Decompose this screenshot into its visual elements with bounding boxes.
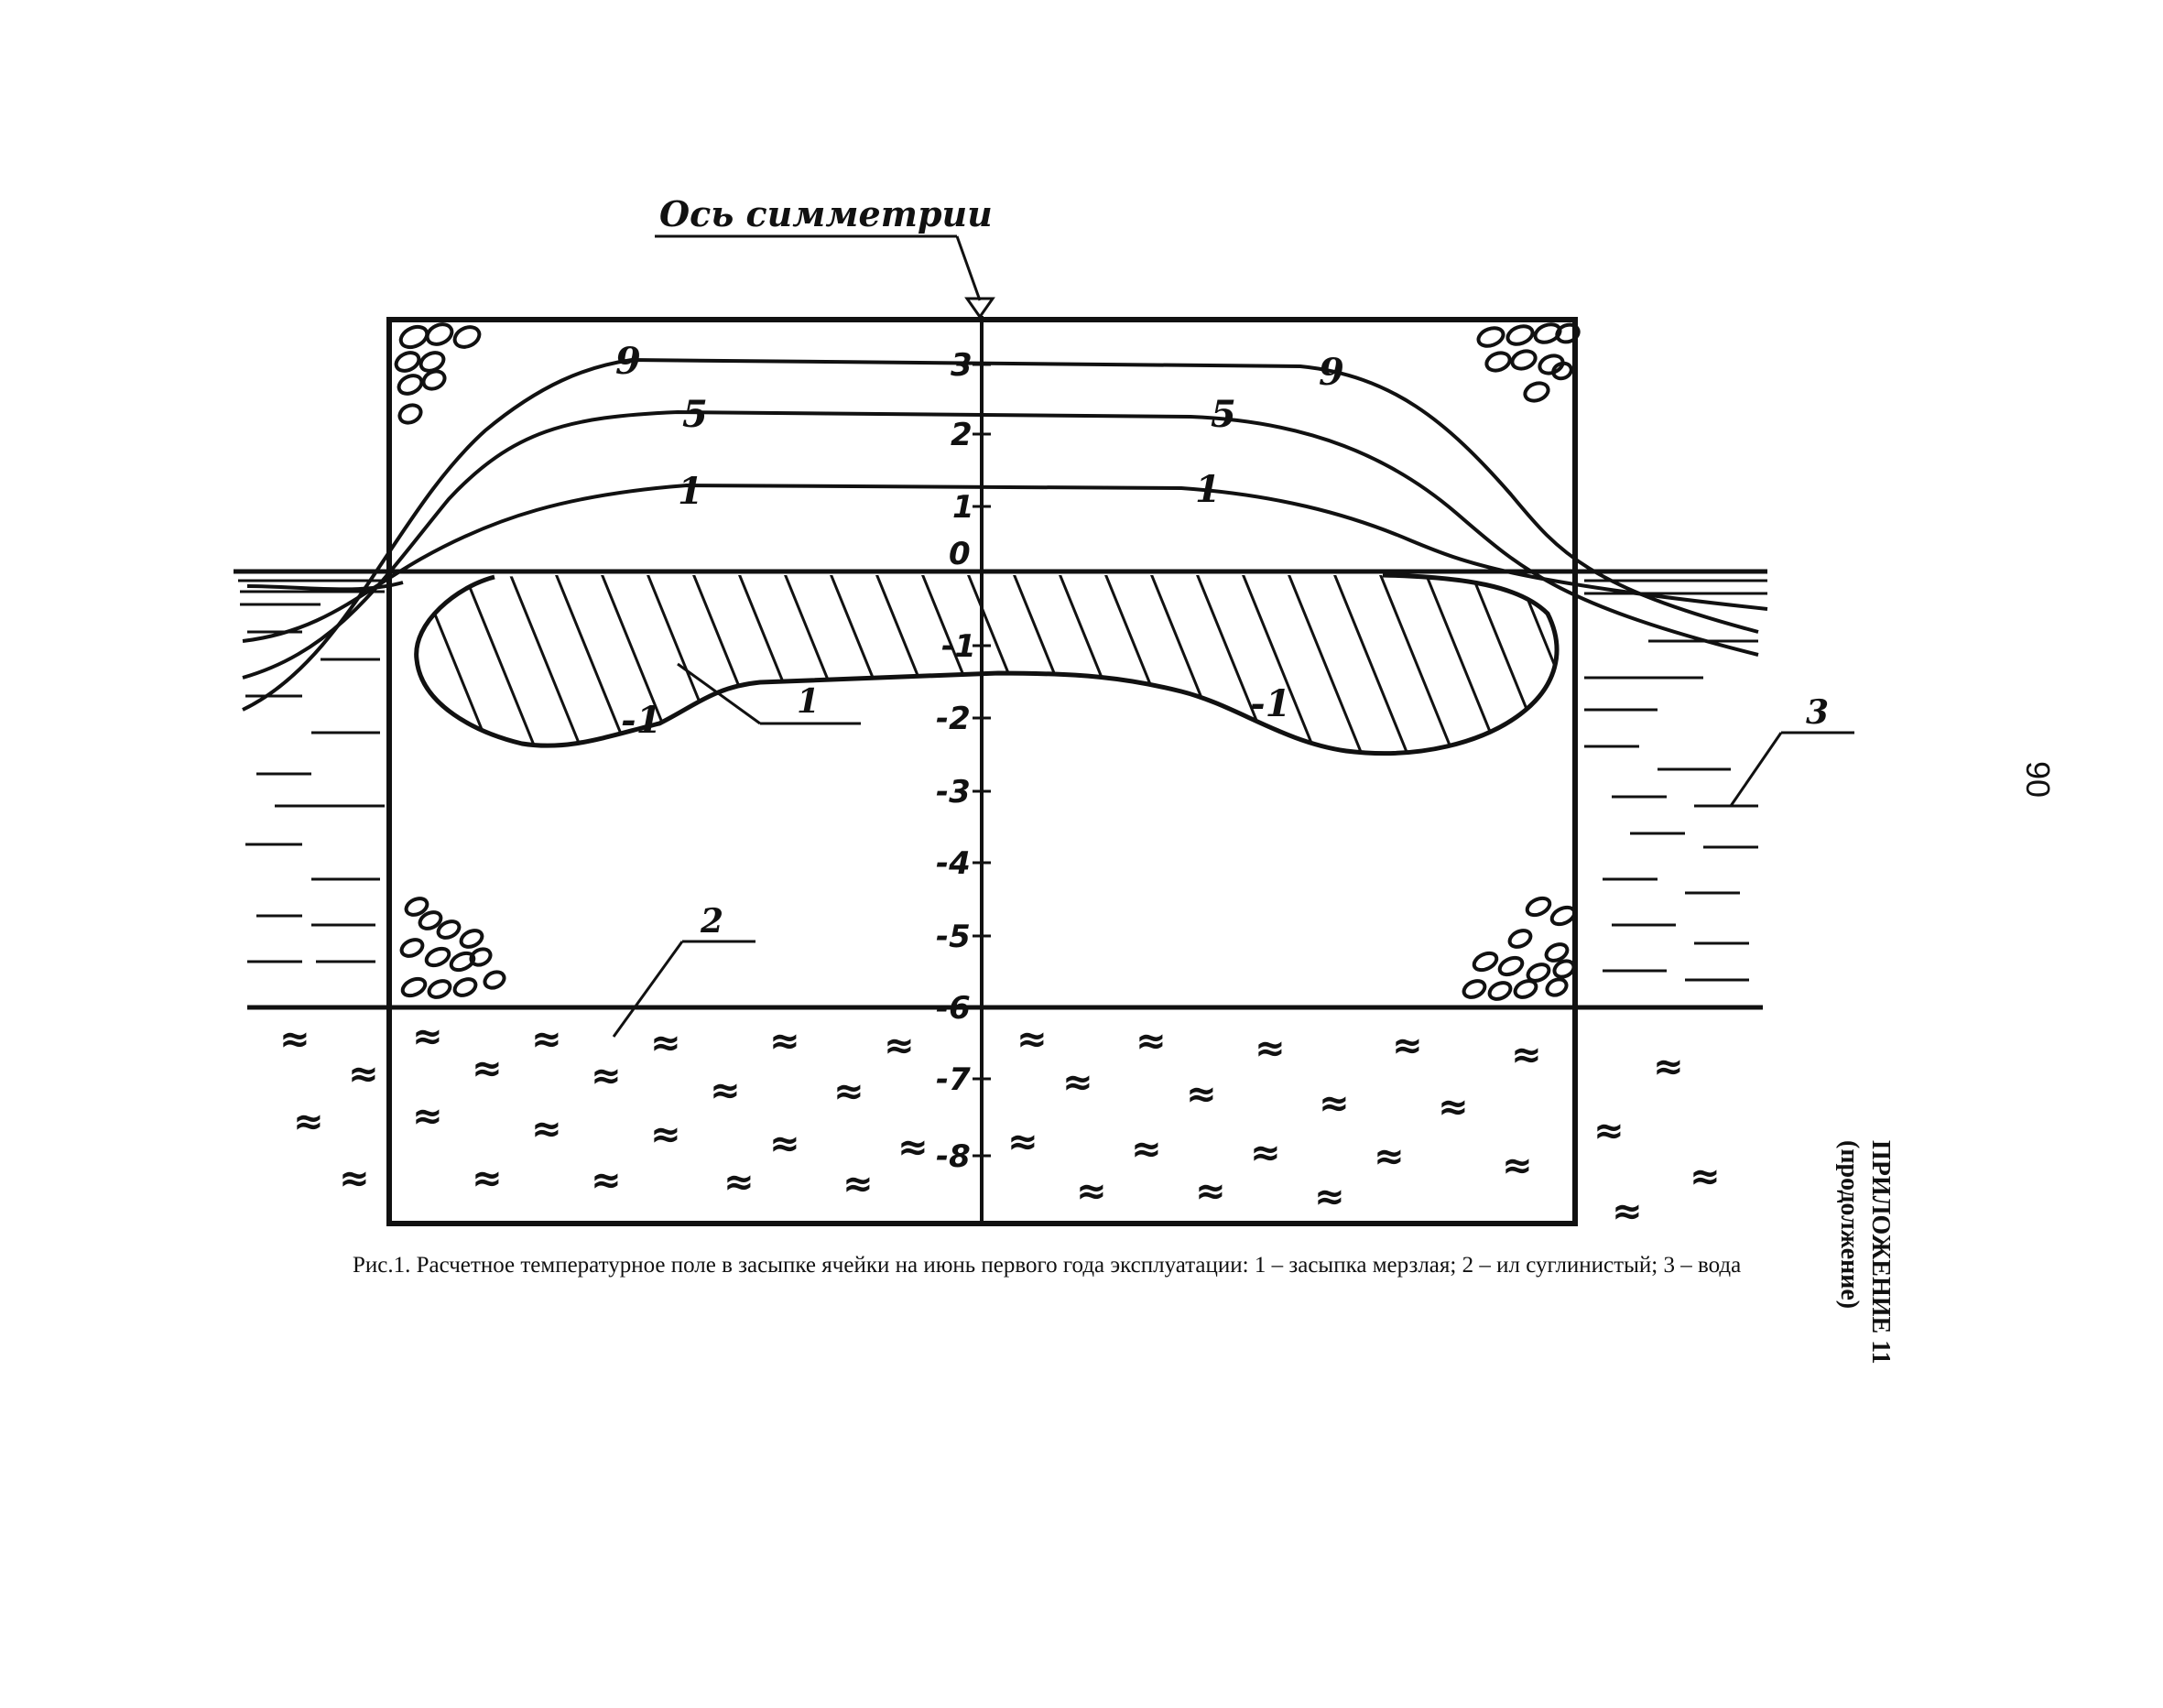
- clay-symbol: ≈: [1612, 1191, 1643, 1233]
- isotherm-label-5-right: 5: [1211, 393, 1236, 436]
- gravel-top-left: [394, 322, 482, 425]
- clay-symbol: ≈: [339, 1158, 370, 1200]
- isotherm-5: [242, 409, 1759, 680]
- clay-symbol: ≈: [1250, 1132, 1281, 1174]
- clay-symbol: ≈: [710, 1070, 741, 1112]
- callout-2-label: 2: [700, 902, 723, 941]
- clay-symbol: ≈: [1016, 1018, 1048, 1061]
- clay-symbol: ≈: [1314, 1176, 1345, 1218]
- appendix-title: ПРИЛОЖЕНИЕ 11: [1866, 1140, 1895, 1365]
- clay-symbol: ≈: [1255, 1028, 1286, 1070]
- tick-label: -4: [936, 845, 971, 882]
- tick-label: 3: [951, 347, 973, 384]
- axis-tick-labels: 3 2 1 0 -1 -2 -3 -4 -5 -6 -7 -8: [936, 347, 976, 1175]
- gravel-bottom-right: [1462, 896, 1577, 1001]
- tick-label: 2: [951, 417, 973, 453]
- clay-symbol: ≈: [1062, 1061, 1093, 1104]
- clay-symbol: ≈: [1392, 1025, 1423, 1067]
- clay-symbol: ≈: [1319, 1082, 1350, 1125]
- tick-label: 0: [949, 536, 971, 572]
- isotherm-left-upper: [246, 581, 404, 592]
- clay-symbol: ≈: [650, 1022, 681, 1064]
- clay-symbol: ≈: [769, 1020, 800, 1062]
- clay-symbol: ≈: [591, 1159, 622, 1202]
- callout-1-label: 1: [797, 682, 820, 721]
- callout-1-leader: [677, 662, 761, 725]
- page-number: 90: [2019, 760, 2058, 799]
- clay-symbol: ≈: [412, 1016, 443, 1058]
- tick-label: -7: [936, 1061, 971, 1098]
- axis-ticks: [973, 363, 991, 1158]
- tick-label: -3: [936, 774, 971, 810]
- isotherm-label-minus1-left: -1: [621, 699, 661, 742]
- clay-symbol: ≈: [650, 1114, 681, 1156]
- tick-label: 1: [952, 489, 974, 526]
- isotherm-1: [242, 483, 1768, 643]
- clay-symbol: ≈: [472, 1048, 503, 1090]
- clay-symbol: ≈: [1076, 1170, 1107, 1213]
- clay-symbol: ≈: [279, 1018, 310, 1061]
- clay-symbol: ≈: [833, 1071, 864, 1113]
- clay-symbol: ≈: [1186, 1073, 1217, 1115]
- isotherm-label-1-right: 1: [1195, 468, 1221, 511]
- tick-label: -5: [936, 919, 971, 955]
- isotherm-label-9-left: 9: [615, 340, 641, 383]
- clay-symbol: ≈: [1131, 1128, 1162, 1170]
- water-hatch-left: [238, 579, 385, 963]
- axis-top-marker: [964, 297, 995, 320]
- clay-symbol: ≈: [591, 1055, 622, 1097]
- clay-symbol: ≈: [1438, 1086, 1469, 1128]
- clay-symbol: ≈: [1136, 1020, 1167, 1062]
- tick-label: -2: [936, 701, 971, 737]
- isotherm-labels: 9 5 1 9 5 1 -1 -1: [615, 340, 1344, 742]
- clay-symbol: ≈: [1511, 1034, 1542, 1076]
- clay-symbol: ≈: [348, 1053, 379, 1095]
- temperature-field-diagram: Ось симметрии: [234, 193, 1854, 1233]
- tick-label: -6: [936, 990, 971, 1027]
- clay-symbols: ≈ ≈ ≈ ≈ ≈ ≈ ≈ ≈ ≈ ≈ ≈ ≈ ≈ ≈ ≈ ≈ ≈ ≈ ≈ ≈ …: [279, 1016, 1721, 1233]
- clay-symbol: ≈: [769, 1123, 800, 1165]
- isotherm-label-minus1-right: -1: [1250, 682, 1290, 725]
- clay-symbol: ≈: [1007, 1121, 1038, 1163]
- isotherm-label-9-right: 9: [1319, 351, 1344, 394]
- tick-label: -1: [941, 628, 976, 665]
- water-hatch-right: [1584, 579, 1767, 982]
- clay-symbol: ≈: [723, 1161, 755, 1203]
- appendix-subtitle: (продолжение): [1835, 1140, 1864, 1310]
- callout-3-label: 3: [1806, 693, 1829, 732]
- isotherm-label-1-left: 1: [678, 470, 703, 513]
- figure-caption: Рис.1. Расчетное температурное поле в за…: [353, 1253, 1742, 1278]
- clay-symbol: ≈: [293, 1101, 324, 1143]
- clay-symbol: ≈: [412, 1095, 443, 1137]
- gravel-bottom-left: [399, 897, 506, 999]
- isotherm-minus-1: [414, 572, 1560, 756]
- clay-symbol: ≈: [1374, 1136, 1405, 1178]
- callout-3-leader: [1729, 732, 1783, 807]
- symmetry-axis-title: Ось симметрии: [659, 193, 993, 234]
- clay-symbol: ≈: [472, 1158, 503, 1200]
- clay-symbol: ≈: [1502, 1145, 1533, 1187]
- tick-label: -8: [936, 1138, 971, 1175]
- clay-symbol: ≈: [531, 1018, 562, 1061]
- isotherm-label-5-left: 5: [682, 393, 708, 436]
- clay-symbol: ≈: [884, 1025, 915, 1067]
- clay-symbol: ≈: [1195, 1170, 1226, 1213]
- clay-symbol: ≈: [1690, 1156, 1721, 1198]
- clay-symbol: ≈: [897, 1126, 929, 1169]
- isotherm-9: [242, 357, 1759, 712]
- axis-title-leader: [955, 235, 982, 301]
- gravel-top-right: [1476, 322, 1581, 403]
- clay-symbol: ≈: [531, 1108, 562, 1150]
- frozen-zone-hatch: [416, 575, 1557, 754]
- isotherms: [242, 357, 1768, 712]
- clay-symbol: ≈: [1653, 1046, 1684, 1088]
- clay-symbol: ≈: [1593, 1110, 1625, 1152]
- clay-symbol: ≈: [842, 1163, 874, 1205]
- appendix-heading: ПРИЛОЖЕНИЕ 11 (продолжение): [1833, 1140, 1896, 1708]
- callout-2-leader: [612, 941, 684, 1038]
